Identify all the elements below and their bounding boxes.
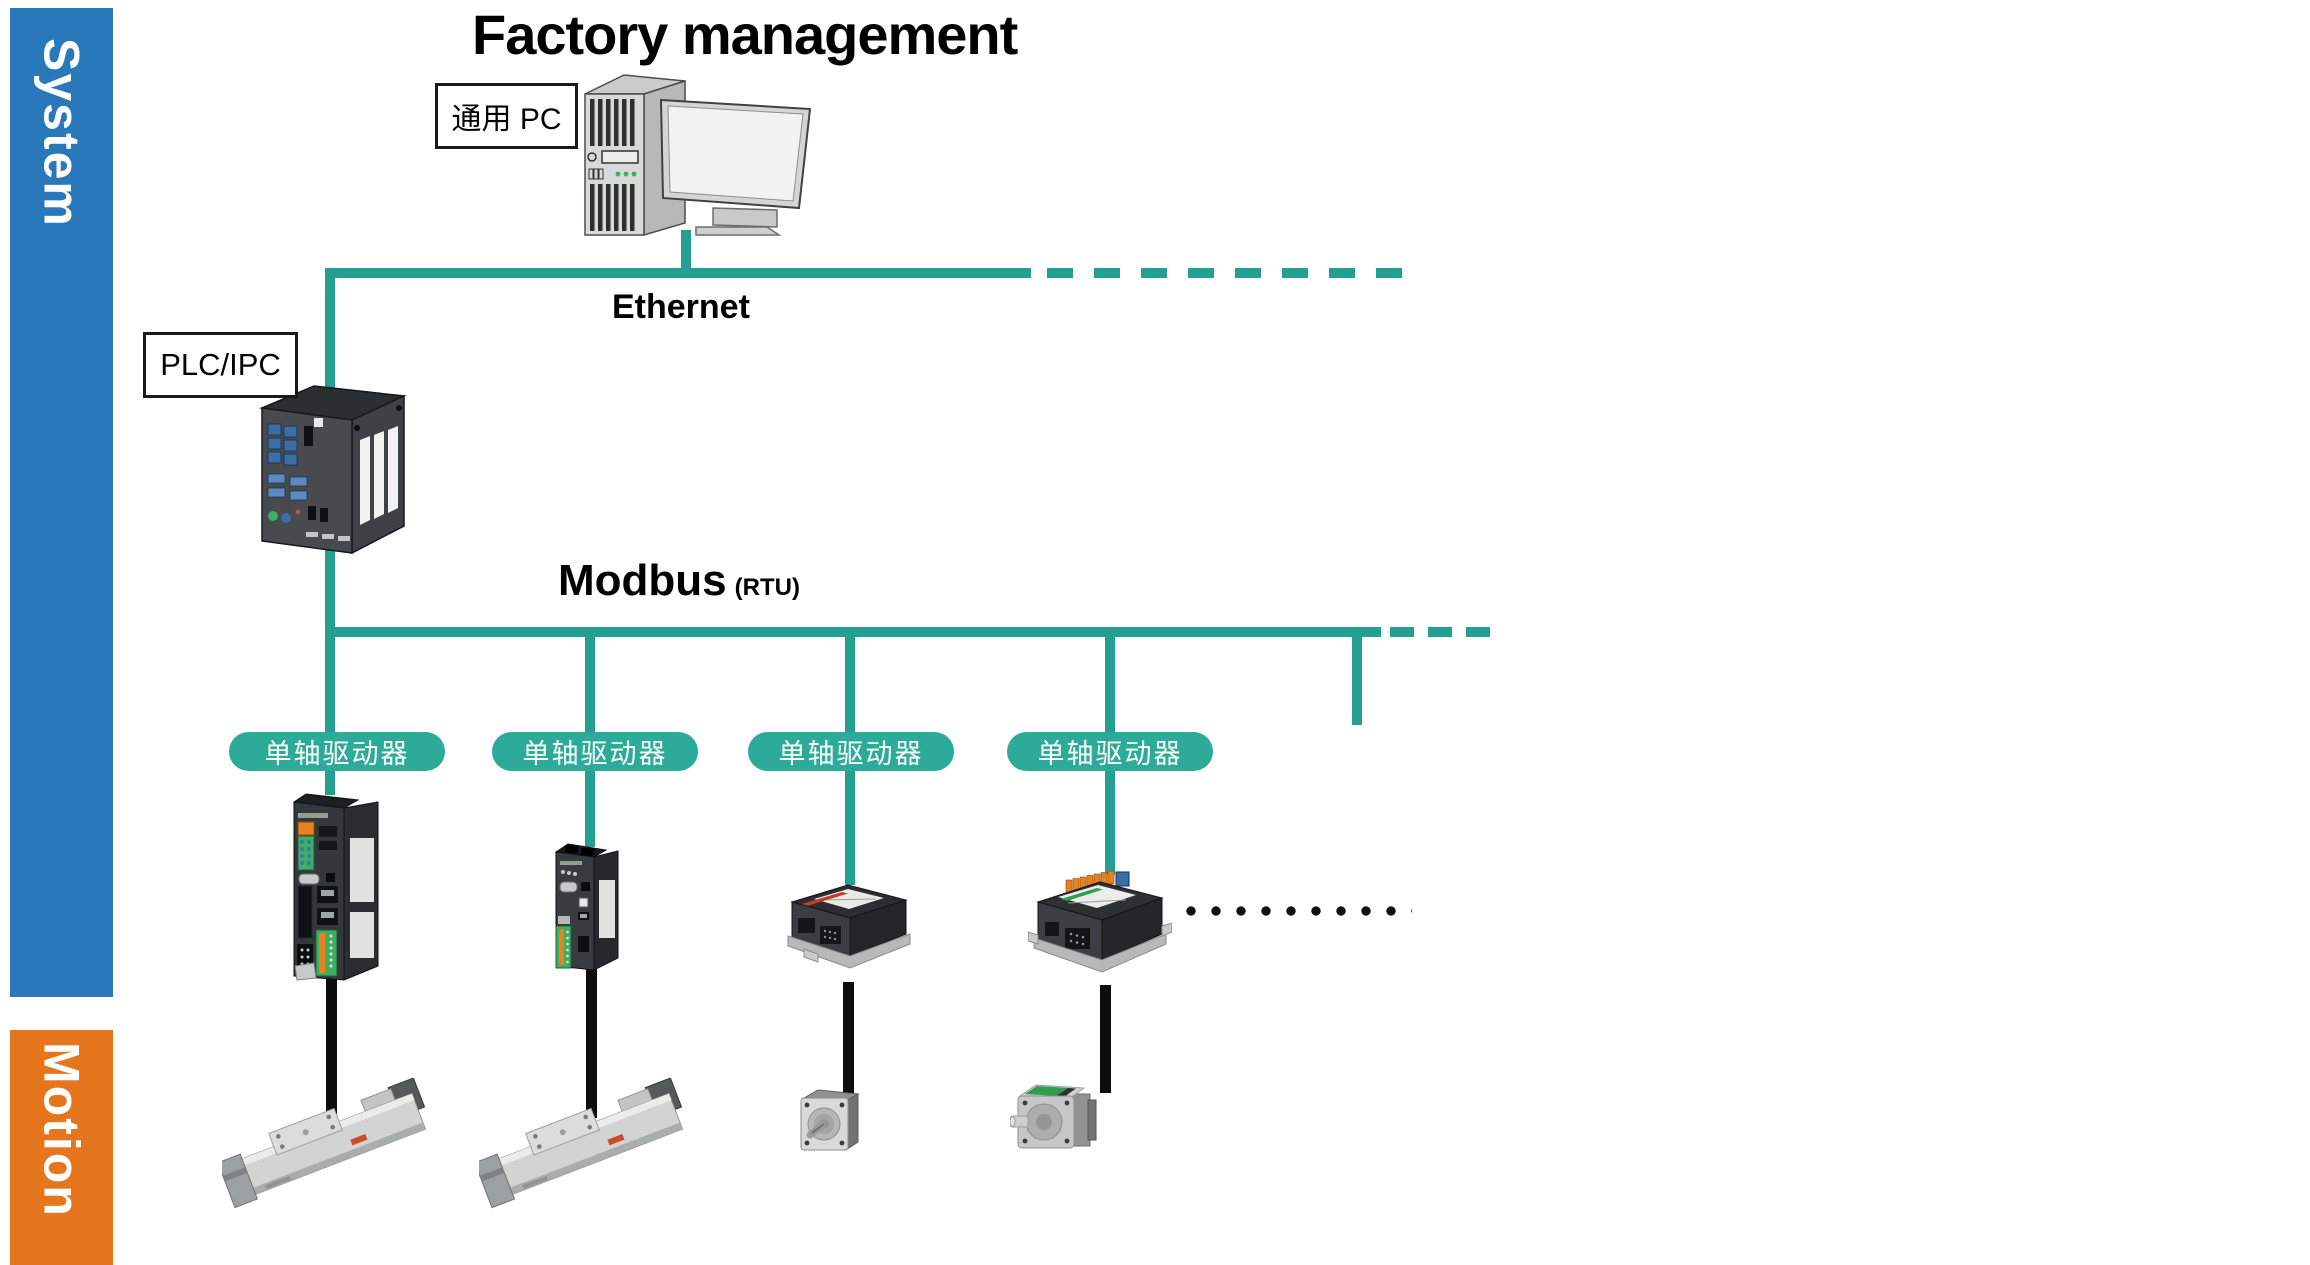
system-category-bar: System bbox=[10, 8, 113, 997]
modbus-rtu-label: (RTU) bbox=[734, 574, 800, 601]
continuation-dots bbox=[1186, 905, 1412, 917]
ethernet-label: Ethernet bbox=[612, 288, 750, 326]
motion-category-label: Motion bbox=[33, 1042, 90, 1218]
pc-label-box: 通用 PC bbox=[435, 83, 578, 149]
branch-line-1 bbox=[325, 637, 335, 795]
modbus-bus-line bbox=[325, 627, 1381, 637]
modbus-bus-line-dashed bbox=[1390, 627, 1502, 637]
motor-cable-2 bbox=[586, 968, 597, 1118]
driver-pill-3: 单轴驱动器 bbox=[748, 732, 954, 771]
ethernet-bus-line bbox=[325, 268, 1031, 278]
pc-illustration bbox=[584, 74, 812, 237]
actuator-illustration-2 bbox=[479, 1078, 684, 1209]
page-title: Factory management bbox=[472, 3, 1018, 66]
pc-drop-line bbox=[681, 230, 691, 268]
ethernet-bus-line-dashed bbox=[1047, 268, 1417, 278]
gear-motor-illustration bbox=[1010, 1084, 1097, 1149]
driver-illustration-3 bbox=[787, 884, 911, 969]
modbus-branch-stub bbox=[1352, 627, 1362, 725]
motor-cable-1 bbox=[326, 972, 337, 1117]
driver-illustration-4 bbox=[1028, 870, 1172, 973]
modbus-label: Modbus (RTU) bbox=[558, 556, 800, 606]
driver-pill-1: 单轴驱动器 bbox=[229, 732, 445, 771]
driver-pill-4: 单轴驱动器 bbox=[1007, 732, 1213, 771]
stepper-motor-illustration bbox=[800, 1089, 860, 1151]
driver-pill-2: 单轴驱动器 bbox=[492, 732, 698, 771]
driver-illustration-1 bbox=[292, 793, 379, 981]
system-category-label: System bbox=[33, 38, 90, 228]
driver-illustration-2 bbox=[554, 843, 619, 971]
motion-category-bar: Motion bbox=[10, 1030, 113, 1265]
motor-cable-4 bbox=[1100, 985, 1111, 1093]
actuator-illustration-1 bbox=[222, 1078, 427, 1209]
modbus-label-text: Modbus bbox=[558, 556, 727, 605]
plc-illustration bbox=[259, 385, 407, 555]
motor-cable-3 bbox=[843, 982, 854, 1094]
plc-label-box: PLC/IPC bbox=[143, 332, 298, 398]
